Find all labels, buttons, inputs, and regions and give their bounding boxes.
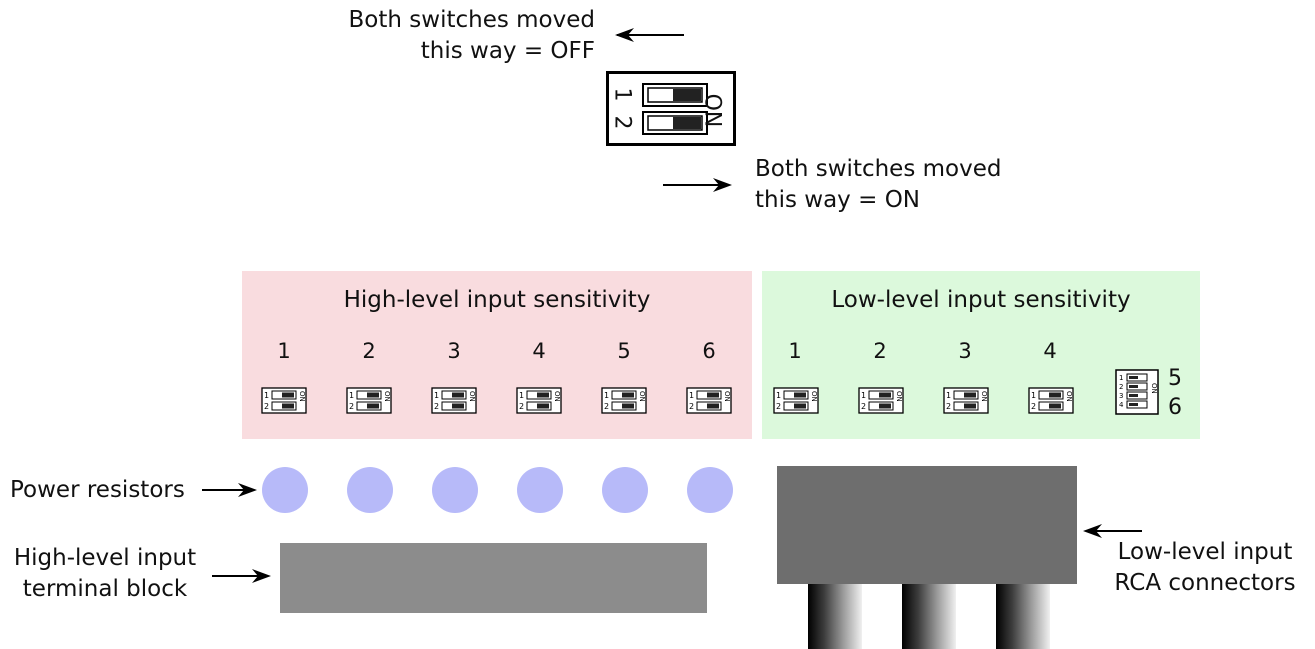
low-channel-1: 1	[788, 339, 802, 363]
power-resistor	[262, 467, 308, 513]
terminal-block-label-line1: High-level input	[13, 545, 197, 571]
terminal-block-label: High-level input terminal block	[5, 543, 205, 605]
arrow-right-icon	[663, 178, 732, 192]
rca-label-line2: RCA connectors	[1114, 570, 1296, 596]
svg-text:ON: ON	[1150, 383, 1158, 394]
dip-switch-icon	[346, 387, 392, 414]
rca-connector-housing	[777, 466, 1077, 584]
dip-switch-icon	[516, 387, 562, 414]
power-resistor	[687, 467, 733, 513]
switch-on-label: ON	[699, 93, 725, 128]
power-resistor	[517, 467, 563, 513]
high-level-terminal-block	[280, 543, 707, 613]
svg-text:2: 2	[1119, 383, 1123, 391]
high-level-panel: High-level input sensitivity 1 2 3 4 5 6	[242, 271, 752, 439]
svg-text:3: 3	[1119, 392, 1123, 400]
arrow-right-icon	[212, 569, 271, 583]
power-resistor	[602, 467, 648, 513]
power-resistor	[347, 467, 393, 513]
dip-switch-icon	[1028, 387, 1074, 414]
dip-switch-legend: 1 2 ON	[606, 71, 736, 146]
terminal-block-label-line2: terminal block	[22, 576, 188, 602]
high-channel-4: 4	[532, 339, 546, 363]
low-channel-2: 2	[873, 339, 887, 363]
svg-text:4: 4	[1119, 401, 1124, 409]
off-legend-line2: this way = OFF	[420, 38, 595, 64]
dip-switch-icon	[261, 387, 307, 414]
high-channel-3: 3	[447, 339, 461, 363]
dip-switch-icon	[686, 387, 732, 414]
high-channel-2: 2	[362, 339, 376, 363]
dip-switch-icon	[773, 387, 819, 414]
arrow-left-icon	[1083, 524, 1142, 538]
rca-label-line1: Low-level input	[1117, 539, 1293, 565]
svg-text:1: 1	[1119, 374, 1123, 382]
high-channel-1: 1	[277, 339, 291, 363]
rca-connectors-label: Low-level input RCA connectors	[1100, 537, 1310, 599]
rca-connector	[902, 584, 956, 649]
high-channel-5: 5	[617, 339, 631, 363]
low-channel-4: 4	[1043, 339, 1057, 363]
dip-switch-icon	[642, 83, 708, 135]
off-legend-line1: Both switches moved	[348, 7, 595, 33]
low-level-title: Low-level input sensitivity	[831, 287, 1131, 313]
arrow-right-icon	[202, 483, 257, 497]
power-resistor	[432, 467, 478, 513]
on-legend-line2: this way = ON	[755, 187, 920, 213]
switch-position-1: 1	[609, 87, 635, 102]
dip-switch-icon	[943, 387, 989, 414]
low-channel-5: 5	[1168, 366, 1182, 391]
high-channel-6: 6	[702, 339, 716, 363]
low-channel-6: 6	[1168, 395, 1182, 420]
arrow-left-icon	[615, 28, 684, 42]
off-legend: Both switches moved this way = OFF	[300, 5, 595, 67]
dip-switch-icon	[431, 387, 477, 414]
power-resistors-label: Power resistors	[10, 477, 185, 503]
on-legend: Both switches moved this way = ON	[755, 154, 1001, 216]
rca-connector	[808, 584, 862, 649]
switch-position-2: 2	[609, 115, 635, 130]
high-level-title: High-level input sensitivity	[343, 287, 651, 313]
low-channel-3: 3	[958, 339, 972, 363]
dip-switch-icon	[601, 387, 647, 414]
rca-connector	[996, 584, 1050, 649]
on-legend-line1: Both switches moved	[755, 156, 1002, 182]
dip-switch-icon	[858, 387, 904, 414]
